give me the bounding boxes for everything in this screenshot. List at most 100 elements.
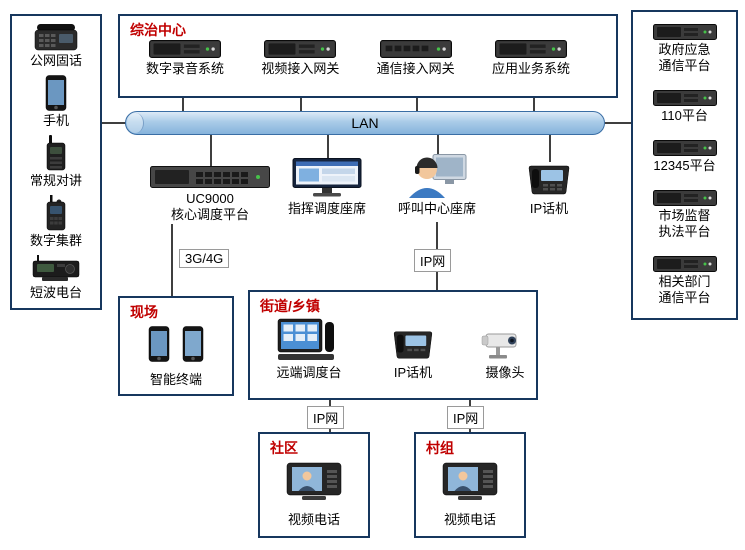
center-server-row: 数字录音系统 视频接入网关 通信接入网关 xyxy=(120,40,616,94)
lan-bus: LAN xyxy=(125,111,605,135)
smart-terminal-label: 智能终端 xyxy=(149,371,202,387)
village-panel-title: 村组 xyxy=(426,440,454,456)
server-video-gateway: 视频接入网关 xyxy=(245,40,355,77)
street-panel: 街道/乡镇 远端调度台 IP话机 xyxy=(248,290,538,400)
call-center-agent-icon xyxy=(409,154,467,198)
core-ip-phone-label: IP话机 xyxy=(529,201,569,216)
left-panel-item-intercom: 常规对讲 xyxy=(29,134,82,189)
core-ip-phone: IP话机 xyxy=(504,162,594,217)
uc9000-server-icon xyxy=(150,166,270,188)
left-panel-item-public-phone: 公网固话 xyxy=(30,23,82,69)
rack-server-icon xyxy=(652,139,717,156)
platform-110-label: 110平台 xyxy=(661,107,708,123)
market-supervision-label: 市场监督 执法平台 xyxy=(658,207,711,239)
connector-appsys-lan xyxy=(533,97,535,112)
platform-related-departments: 相关部门 通信平台 xyxy=(652,255,717,307)
intercom-label: 常规对讲 xyxy=(29,172,82,188)
platform-110: 110平台 xyxy=(652,89,717,124)
trunking-radio-icon xyxy=(46,194,66,231)
platform-12345: 12345平台 xyxy=(652,139,717,174)
connector-videogw-lan xyxy=(300,97,302,112)
village-panel: 村组 视频电话 xyxy=(414,432,526,538)
community-videophone-label: 视频电话 xyxy=(287,511,340,527)
street-camera-label: 摄像头 xyxy=(485,365,525,380)
platform-gov-emergency: 政府应急 通信平台 xyxy=(652,23,717,75)
connector-recorder-lan xyxy=(182,97,184,112)
street-camera: 摄像头 xyxy=(460,328,550,381)
ip-phone-icon xyxy=(393,331,433,359)
platform-12345-label: 12345平台 xyxy=(653,157,716,173)
server-comm-gateway: 通信接入网关 xyxy=(361,40,471,77)
connector-lan-callcenter-seat xyxy=(437,134,439,154)
recording-system-label: 数字录音系统 xyxy=(145,61,224,76)
desk-phone-icon xyxy=(34,23,78,51)
comm-gateway-label: 通信接入网关 xyxy=(376,61,455,76)
connector-lan-dispatch-seat xyxy=(327,134,329,158)
field-panel-title: 现场 xyxy=(130,304,158,320)
rack-server-icon xyxy=(149,40,221,58)
ip-phone-icon xyxy=(528,165,570,195)
related-departments-label: 相关部门 通信平台 xyxy=(658,273,711,305)
mobile-label: 手机 xyxy=(42,112,69,128)
cellular-network-label: 3G/4G xyxy=(179,249,230,268)
left-panel-item-trunking: 数字集群 xyxy=(30,194,82,249)
shortwave-label: 短波电台 xyxy=(29,284,82,300)
app-system-label: 应用业务系统 xyxy=(491,61,570,76)
platform-market-supervision: 市场监督 执法平台 xyxy=(652,189,717,241)
smartphone-icon xyxy=(148,326,170,362)
connector-lan-ipphone xyxy=(549,134,551,162)
public-phone-label: 公网固话 xyxy=(29,52,82,68)
connector-lan-uc9000 xyxy=(210,134,212,166)
street-panel-title: 街道/乡镇 xyxy=(260,298,320,314)
server-recording-system: 数字录音系统 xyxy=(130,40,240,77)
smartphone-icon xyxy=(182,326,204,362)
ip-network-label-community: IP网 xyxy=(307,406,345,429)
dispatch-seat: 指挥调度座席 xyxy=(277,158,377,217)
community-panel: 社区 视频电话 xyxy=(258,432,370,538)
connector-uc9000-field xyxy=(171,224,173,296)
village-videophone-label: 视频电话 xyxy=(443,511,496,527)
left-panel-item-shortwave: 短波电台 xyxy=(29,254,82,301)
gov-emergency-label: 政府应急 通信平台 xyxy=(658,41,711,74)
remote-console-label: 远端调度台 xyxy=(276,365,342,380)
center-panel: 综治中心 数字录音系统 视频接入网关 xyxy=(118,14,618,98)
dispatch-seat-label: 指挥调度座席 xyxy=(287,201,366,216)
call-center-seat-label: 呼叫中心座席 xyxy=(397,201,476,216)
rack-server-icon xyxy=(652,255,717,272)
right-platform-panel: 政府应急 通信平台 110平台 12345平台 xyxy=(631,10,738,320)
street-ip-phone-label: IP话机 xyxy=(393,365,433,380)
rack-server-icon xyxy=(652,23,717,40)
street-ip-phone: IP话机 xyxy=(368,328,458,381)
server-app-system: 应用业务系统 xyxy=(476,40,586,77)
video-gateway-label: 视频接入网关 xyxy=(261,61,340,76)
cctv-camera-icon xyxy=(481,333,517,359)
video-phone-icon xyxy=(442,462,498,500)
community-videophone-wrap xyxy=(260,462,368,502)
community-panel-title: 社区 xyxy=(270,440,298,456)
village-videophone-wrap xyxy=(416,462,524,502)
rack-server-icon xyxy=(379,40,452,58)
rack-server-icon xyxy=(652,189,717,206)
connector-commgw-lan xyxy=(416,97,418,112)
ip-network-label-street: IP网 xyxy=(414,249,452,272)
shortwave-radio-icon xyxy=(32,254,80,281)
lan-label: LAN xyxy=(351,115,379,131)
left-panel-item-mobile: 手机 xyxy=(43,75,69,129)
rack-server-icon xyxy=(264,40,337,58)
smart-terminals xyxy=(120,326,232,362)
connector-leftpanel-lan xyxy=(102,122,126,124)
rack-server-icon xyxy=(494,40,567,58)
dispatch-console-monitor-icon xyxy=(292,158,362,197)
rack-server-icon xyxy=(652,89,717,106)
connector-lan-rightpanel xyxy=(605,122,631,124)
center-panel-title: 综治中心 xyxy=(130,22,186,38)
video-phone-icon xyxy=(286,462,342,500)
call-center-seat: 呼叫中心座席 xyxy=(387,154,487,217)
remote-console-icon xyxy=(277,318,334,360)
walkie-talkie-icon xyxy=(46,134,66,171)
field-panel: 现场 智能终端 xyxy=(118,296,234,396)
left-terminal-panel: 公网固话 手机 常规对讲 xyxy=(10,14,102,310)
ip-network-label-village: IP网 xyxy=(447,406,485,429)
remote-dispatch-console: 远端调度台 xyxy=(264,318,354,381)
